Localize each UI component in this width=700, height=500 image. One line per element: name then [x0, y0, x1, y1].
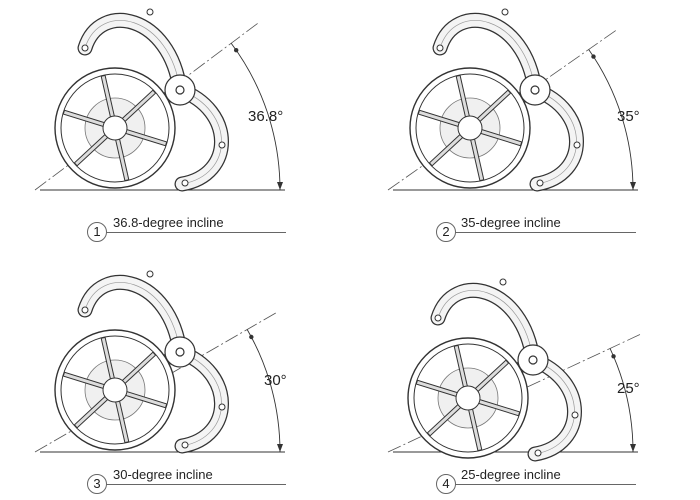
caption: 25-degree incline	[461, 467, 561, 482]
wheel-inner-rim	[415, 73, 525, 183]
step-number: 3	[87, 474, 107, 494]
wheel-inner-rim	[413, 343, 523, 453]
angle-label: 30°	[264, 372, 287, 389]
robot-drawing	[409, 8, 584, 192]
caption-underline	[446, 232, 636, 233]
bolt-icon	[218, 141, 226, 149]
panel-3	[34, 270, 285, 454]
arrowhead-icon	[249, 334, 254, 340]
claw-arm-centerline	[84, 282, 181, 353]
arrowhead-icon	[611, 354, 616, 359]
bolt-icon	[146, 270, 154, 278]
robot-drawing	[54, 8, 229, 192]
bolt-icon	[501, 8, 509, 16]
bolt-icon	[146, 8, 154, 16]
panel-1	[34, 8, 285, 192]
wheel-hub	[457, 115, 483, 141]
angle-label: 25°	[617, 380, 640, 397]
pivot-bolt-icon	[530, 85, 540, 95]
bolt-icon	[573, 141, 581, 149]
claw-arm-centerline	[179, 89, 222, 185]
bolt-icon	[536, 179, 544, 187]
pivot-bolt-icon	[528, 355, 538, 365]
step-number: 4	[436, 474, 456, 494]
wheel-hub	[102, 377, 128, 403]
caption: 30-degree incline	[113, 467, 213, 482]
claw-arm-centerline	[532, 359, 575, 455]
wheel-hub	[455, 385, 481, 411]
angle-dimension-arc	[246, 329, 281, 453]
arrowhead-icon	[277, 444, 283, 452]
wheel-hub	[102, 115, 128, 141]
panel-2	[387, 8, 638, 192]
claw-arm-centerline	[84, 20, 181, 91]
step-number: 2	[436, 222, 456, 242]
claw-arm-centerline	[439, 20, 536, 91]
robot-drawing	[407, 278, 582, 462]
angle-dimension-arc	[588, 49, 634, 191]
caption-underline	[96, 232, 286, 233]
bolt-icon	[436, 44, 444, 52]
caption-underline	[96, 484, 286, 485]
claw-arm-centerline	[437, 290, 534, 361]
arrowhead-icon	[233, 47, 239, 53]
wheel-inner-rim	[60, 335, 170, 445]
bolt-icon	[81, 44, 89, 52]
robot-drawing	[54, 270, 229, 454]
panel-4	[387, 278, 642, 462]
caption-underline	[446, 484, 636, 485]
bolt-icon	[81, 306, 89, 314]
arrowhead-icon	[630, 182, 636, 190]
angle-dimension-arc	[609, 348, 634, 453]
angle-dimension-arc	[230, 42, 281, 191]
angle-label: 36.8°	[248, 108, 284, 125]
wheel-inner-rim	[60, 73, 170, 183]
arrowhead-icon	[630, 444, 636, 452]
bolt-icon	[434, 314, 442, 322]
claw-arm-centerline	[534, 89, 577, 185]
caption: 35-degree incline	[461, 215, 561, 230]
bolt-icon	[571, 411, 579, 419]
bolt-icon	[181, 441, 189, 449]
step-number: 1	[87, 222, 107, 242]
bolt-icon	[181, 179, 189, 187]
bolt-icon	[499, 278, 507, 286]
claw-arm-centerline	[179, 351, 222, 447]
arrowhead-icon	[591, 54, 596, 59]
angle-label: 35°	[617, 108, 640, 125]
bolt-icon	[218, 403, 226, 411]
pivot-bolt-icon	[175, 347, 185, 357]
bolt-icon	[534, 449, 542, 457]
caption: 36.8-degree incline	[113, 215, 224, 230]
arrowhead-icon	[277, 182, 283, 190]
pivot-bolt-icon	[175, 85, 185, 95]
